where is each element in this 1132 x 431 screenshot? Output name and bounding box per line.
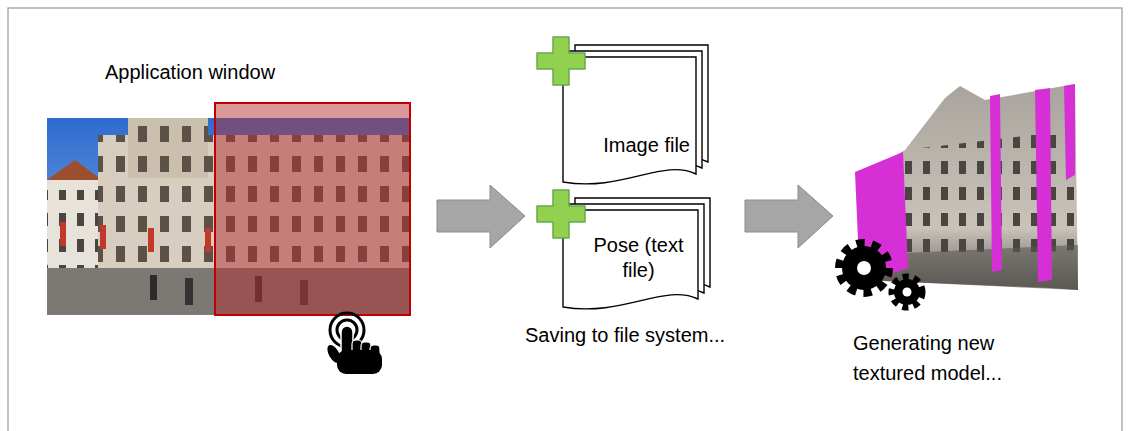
app-screenshot (100, 225, 106, 249)
tap-hand-icon (325, 343, 344, 365)
app-screenshot (47, 190, 102, 270)
document-page (563, 210, 698, 309)
app-screenshot (150, 275, 157, 300)
app-screenshot (60, 222, 66, 246)
app-screenshot (128, 118, 208, 178)
plus-icon (537, 37, 585, 85)
document-outline (535, 35, 720, 190)
app-screenshot (205, 228, 211, 252)
app-screenshot (185, 278, 193, 305)
frame-border (8, 8, 1122, 431)
flow-arrow (437, 185, 525, 248)
panel-title: Application window (105, 57, 385, 87)
textured-model (1064, 84, 1075, 180)
document-stack: Pose (text file) (535, 188, 722, 315)
app-screenshot (47, 160, 102, 180)
textured-model (990, 94, 1002, 272)
gear-icon (857, 261, 871, 275)
app-screenshot (128, 118, 208, 178)
selection-overlay (215, 103, 410, 315)
step-caption: Saving to file system... (525, 320, 805, 350)
gear-icon (903, 288, 912, 297)
plus-icon (537, 190, 585, 238)
gear-icon (842, 246, 886, 290)
file-label: Pose (text file) (585, 233, 692, 283)
file-label: Image file (603, 133, 690, 158)
gear-icon (894, 279, 920, 305)
tap-hand-icon (337, 350, 382, 374)
app-screenshot (47, 103, 410, 374)
document-page (563, 57, 696, 184)
gear-icon (840, 244, 888, 292)
textured-model (1035, 88, 1052, 282)
gear-icon (840, 244, 922, 307)
gear-icon (892, 277, 922, 307)
app-screenshot (47, 180, 102, 275)
flow-arrow (745, 185, 833, 248)
app-screenshot (148, 228, 154, 252)
tap-hand-icon (325, 313, 382, 374)
document-stack: Image file (535, 35, 720, 190)
step-caption: Generating new textured model... (853, 328, 1033, 388)
